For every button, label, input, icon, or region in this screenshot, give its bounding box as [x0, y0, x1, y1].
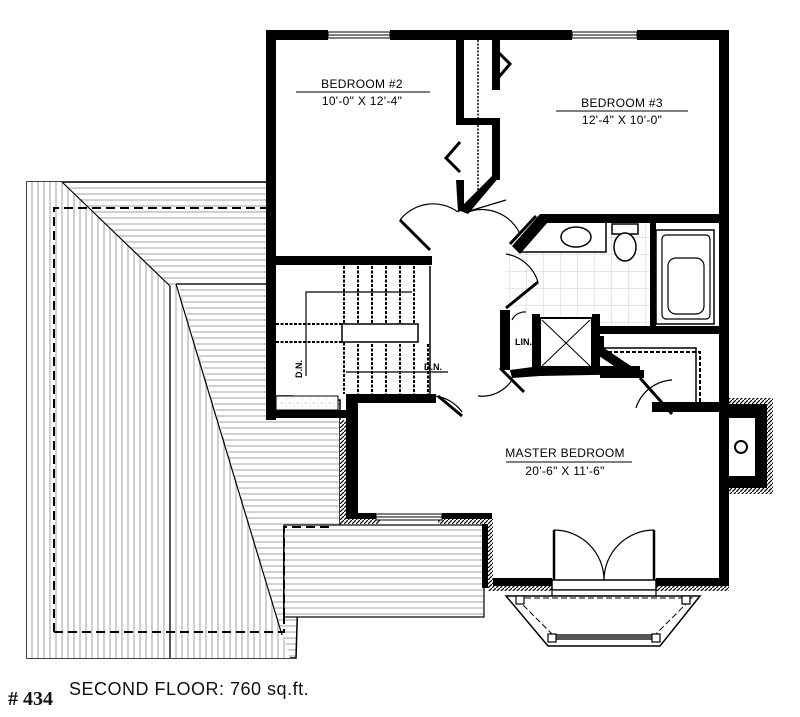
bay-window	[504, 579, 702, 647]
staircase	[275, 266, 448, 411]
room-dimensions: 12'-4" X 10'-0"	[582, 113, 662, 127]
room-label-bedroom-3: BEDROOM #3 12'-4" X 10'-0"	[556, 96, 688, 127]
room-label-master-bedroom: MASTER BEDROOM 20'-6" X 11'-6"	[505, 446, 632, 478]
doors	[398, 48, 674, 581]
room-dimensions: 20'-6" X 11'-6"	[525, 464, 604, 478]
stair-down-label: D.N.	[424, 362, 442, 372]
toilet-icon	[613, 232, 637, 262]
room-name: BEDROOM #3	[581, 96, 663, 110]
plan-number: # 434	[8, 688, 53, 710]
room-dimensions: 10'-0" X 12'-4"	[322, 94, 402, 108]
floor-title: SECOND FLOOR: 760 sq.ft.	[69, 679, 310, 699]
bathroom	[506, 221, 715, 369]
linen-closet-label: LIN.	[515, 337, 532, 347]
roof-area	[26, 181, 485, 659]
room-name: MASTER BEDROOM	[505, 446, 625, 460]
room-label-bedroom-2: BEDROOM #2 10'-0" X 12'-4"	[296, 77, 430, 108]
fireplace	[729, 398, 773, 494]
room-name: BEDROOM #2	[321, 77, 403, 91]
sink-icon	[560, 226, 592, 248]
walls	[266, 30, 729, 588]
fireplace-flue-icon	[734, 440, 748, 454]
plan-caption: # 434 SECOND FLOOR: 760 sq.ft.	[8, 678, 309, 714]
stair-down-label: D.N.	[294, 360, 304, 378]
